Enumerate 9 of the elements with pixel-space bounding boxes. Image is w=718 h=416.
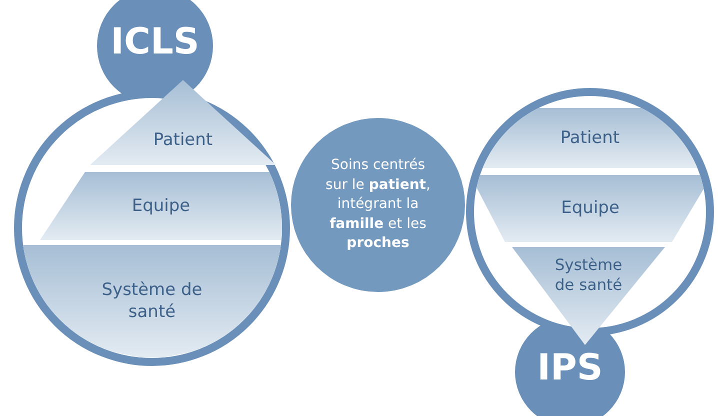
tier-label: Patient xyxy=(153,128,213,151)
circle-title: ICLS xyxy=(110,22,200,62)
center-text: Soins centrés sur le patient, intégrant la famille et les proches xyxy=(324,156,432,254)
tier-label: Equipe xyxy=(132,194,190,218)
tier-label: Système de santé xyxy=(554,255,624,296)
tier-label: Système de santé xyxy=(100,279,204,324)
circle-title: IPS xyxy=(537,348,603,388)
tier-label: Equipe xyxy=(561,197,620,220)
tier-label: Patient xyxy=(560,126,620,150)
